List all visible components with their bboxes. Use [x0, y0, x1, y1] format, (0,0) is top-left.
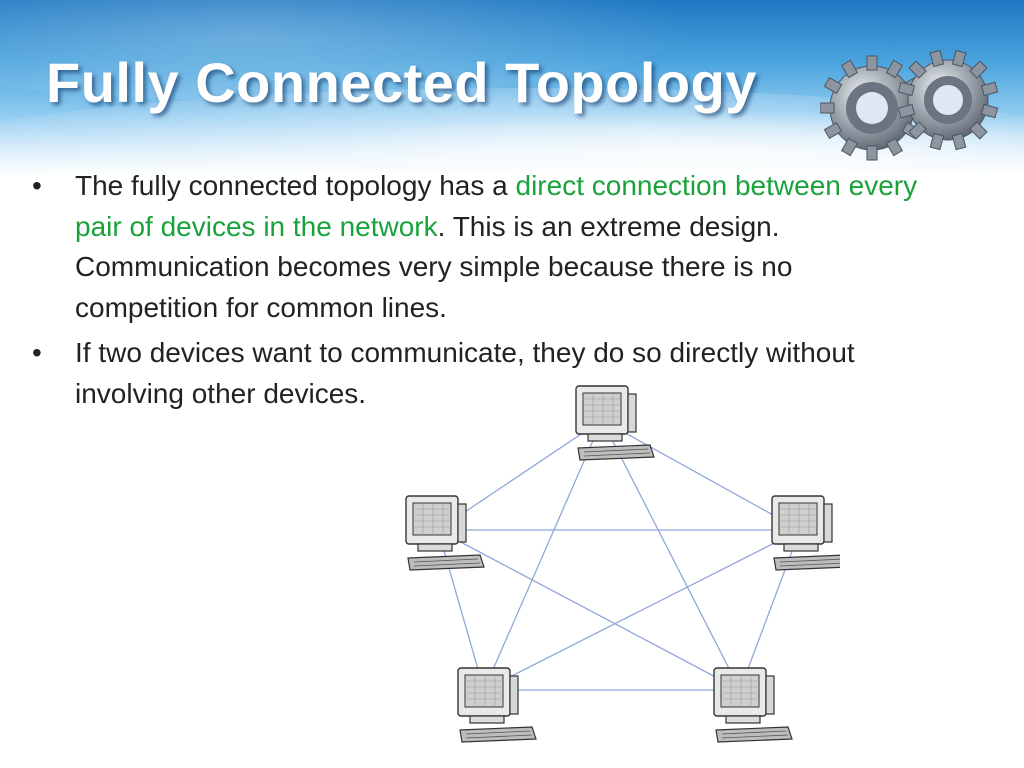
computer-icon-top — [575, 385, 655, 461]
slide-title: Fully Connected Topology — [46, 51, 757, 114]
bullet-text: . This is an extreme design. Communicati… — [75, 210, 793, 323]
computer-icon-bottom-right — [713, 667, 793, 743]
bullet-item: • The fully connected topology has a dir… — [28, 166, 928, 328]
bullet-symbol: • — [32, 170, 42, 201]
bullet-text: If two devices want to communicate, they… — [75, 337, 855, 409]
computer-icon-bottom-left — [457, 667, 537, 743]
bullet-highlight: direct connection between every pair of … — [75, 170, 918, 242]
computer-icon-right — [771, 495, 840, 571]
bullet-text: The fully connected topology has a — [75, 170, 516, 201]
bullet-symbol: • — [32, 337, 42, 368]
bullet-item: • If two devices want to communicate, th… — [28, 333, 928, 414]
gears-icon — [820, 49, 999, 161]
bullet-list: • The fully connected topology has a dir… — [28, 166, 928, 419]
network-diagram — [405, 385, 840, 743]
